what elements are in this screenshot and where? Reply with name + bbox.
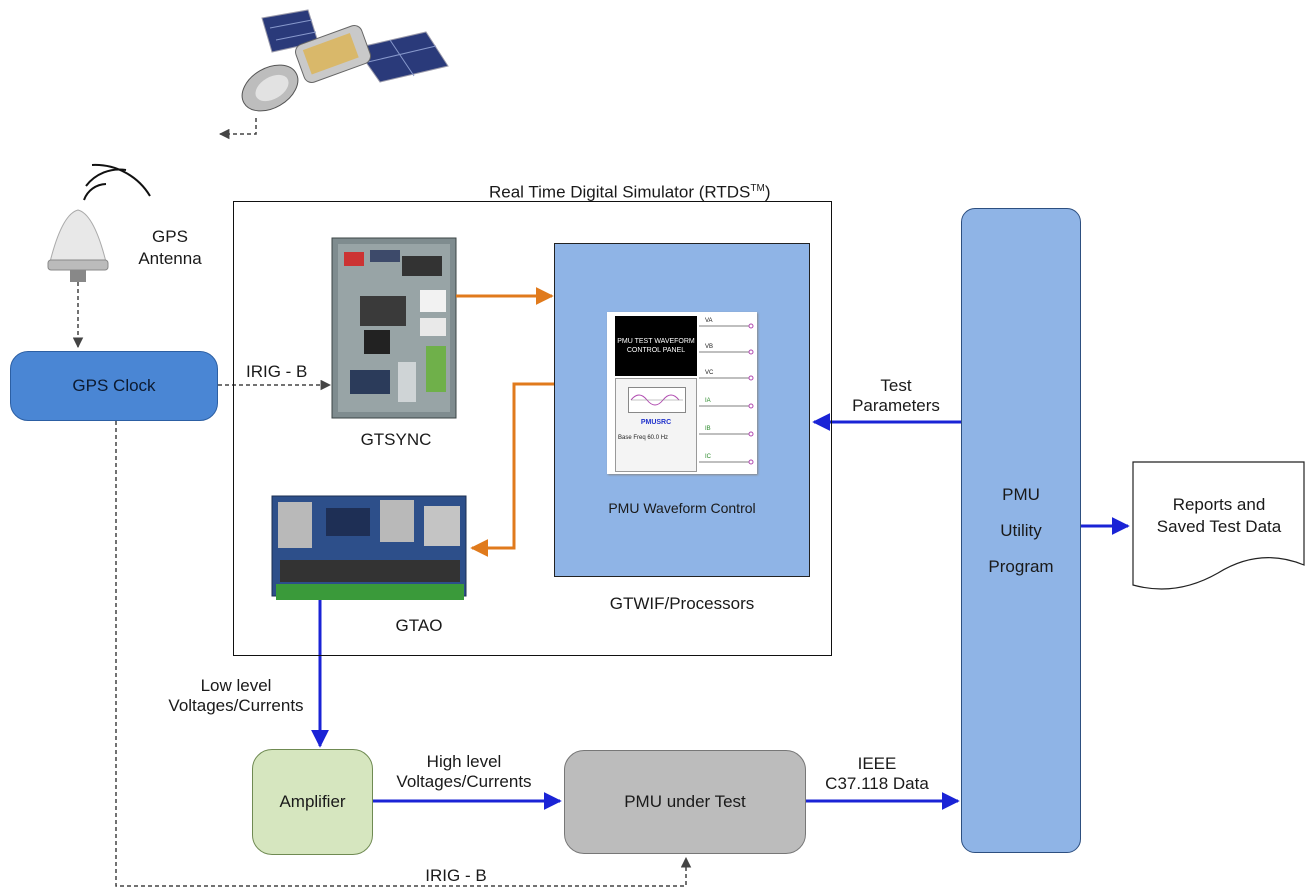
panel-pins	[699, 323, 754, 465]
reports-line1: Reports and	[1172, 495, 1266, 514]
pmu-utility-program-box: PMU Utility Program	[961, 208, 1081, 853]
low-level-line2: Voltages/Currents	[168, 696, 304, 715]
irig-top-label: IRIG - B	[246, 362, 308, 381]
ieee-line1: IEEE	[857, 754, 897, 773]
satellite-link	[218, 118, 257, 140]
pin-label: IA	[705, 398, 711, 404]
pin-label: VB	[705, 344, 714, 350]
pmu-utility-line2: Utility	[1000, 520, 1042, 540]
processor-to-gtao-arrow	[470, 382, 556, 557]
pmu-utility-line3: Program	[988, 556, 1054, 576]
reports-line2: Saved Test Data	[1156, 517, 1282, 536]
panel-header: PMU TEST WAVEFORM CONTROL PANEL	[615, 316, 697, 376]
reports-label: Reports and Saved Test Data	[1132, 494, 1306, 538]
rtds-title: Real Time Digital Simulator (RTDSTM)	[489, 182, 771, 202]
waveform-icon	[628, 387, 686, 413]
gtao-label: GTAO	[395, 616, 443, 635]
test-parameters-label: Test Parameters	[836, 376, 956, 416]
panel-body: PMUSRC Base Freq 60.0 Hz	[615, 378, 697, 472]
gps-antenna-label: GPS Antenna	[136, 226, 204, 270]
gtsync-label: GTSYNC	[360, 430, 432, 449]
low-level-label: Low level Voltages/Currents	[154, 676, 318, 716]
rtds-frame	[233, 201, 832, 656]
gps-antenna-line2: Antenna	[138, 249, 202, 268]
ieee-line2: C37.118 Data	[825, 774, 929, 793]
ieee-data-label: IEEE C37.118 Data	[806, 754, 948, 794]
gps-clock-box: GPS Clock	[10, 351, 218, 421]
pmu-waveform-control-label: PMU Waveform Control	[608, 500, 756, 516]
satellite-icon	[241, 9, 449, 112]
gtsync-board-image	[331, 237, 457, 419]
low-level-line1: Low level	[200, 676, 272, 695]
irig-bottom-link	[115, 421, 692, 887]
gtwif-label: GTWIF/Processors	[609, 594, 755, 613]
amplifier-box: Amplifier	[252, 749, 373, 855]
pin-label: VC	[705, 370, 714, 376]
pin-label: IB	[705, 426, 711, 432]
high-level-label: High level Voltages/Currents	[382, 752, 546, 792]
reports-document-shape	[1132, 461, 1305, 590]
signal-waves-icon	[83, 163, 151, 201]
pmu-test-panel-image: PMU TEST WAVEFORM CONTROL PANEL PMUSRC B…	[607, 312, 757, 474]
high-level-line2: Voltages/Currents	[396, 772, 532, 791]
irig-bottom-label: IRIG - B	[425, 866, 487, 885]
gps-antenna-icon	[47, 209, 109, 282]
test-params-line1: Test	[880, 376, 912, 395]
panel-base-freq: Base Freq 60.0 Hz	[618, 435, 669, 441]
test-params-line2: Parameters	[852, 396, 940, 415]
high-level-line1: High level	[426, 752, 502, 771]
gps-antenna-line1: GPS	[152, 227, 188, 246]
pmu-utility-line1: PMU	[1002, 484, 1040, 504]
panel-component-name: PMUSRC	[640, 419, 672, 426]
pmu-under-test-box: PMU under Test	[564, 750, 806, 854]
pin-label: VA	[705, 318, 713, 324]
gtao-board-image	[271, 495, 467, 600]
pin-label: IC	[705, 454, 711, 460]
